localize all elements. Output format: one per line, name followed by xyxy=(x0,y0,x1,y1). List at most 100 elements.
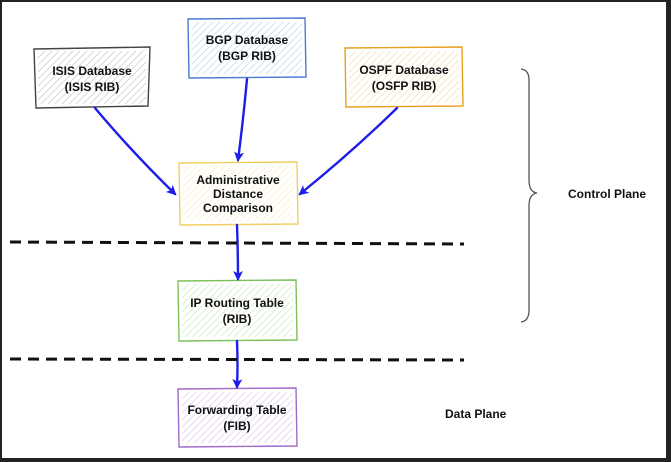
isis-database-box: ISIS Database (ISIS RIB) xyxy=(33,46,151,109)
hatch-stroke xyxy=(286,58,303,75)
hatch-stroke xyxy=(282,326,294,338)
hatch-stroke xyxy=(181,391,218,428)
hatch-stroke xyxy=(37,50,74,87)
hatch-stroke xyxy=(68,50,123,105)
hatch-stroke xyxy=(277,427,294,444)
admin-label-line2: Distance xyxy=(213,187,263,201)
hatch-stroke xyxy=(191,21,214,44)
hatch-stroke xyxy=(37,50,60,73)
hatch-stroke xyxy=(443,87,460,104)
hatch-stroke xyxy=(182,165,212,195)
hatch-stroke xyxy=(270,420,294,444)
hatch-stroke xyxy=(182,165,226,209)
hatch-stroke xyxy=(40,50,95,105)
hatch-stroke xyxy=(47,50,102,105)
hatch-stroke xyxy=(190,165,247,222)
hatch-stroke xyxy=(110,68,147,105)
hatch-stroke xyxy=(244,21,298,75)
hatch-stroke xyxy=(212,283,267,338)
hatch-stroke xyxy=(228,391,281,444)
arrow-isis-to-admin xyxy=(93,106,177,196)
hatch-stroke xyxy=(242,392,294,444)
isis-label-line2: (ISIS RIB) xyxy=(65,80,120,94)
ospf-database-box: OSPF Database (OSFP RIB) xyxy=(344,46,464,108)
hatch-stroke xyxy=(131,89,147,105)
control-plane-brace xyxy=(520,68,538,323)
hatch-stroke xyxy=(268,312,294,338)
hatch-stroke xyxy=(223,21,277,75)
iprt-label-line2: (RIB) xyxy=(223,312,252,326)
hatch-stroke xyxy=(401,50,455,104)
hatch-stroke xyxy=(200,391,253,444)
ospf-label-line1: OSPF Database xyxy=(359,63,449,77)
hatch-stroke xyxy=(394,50,448,104)
hatch-stroke xyxy=(117,75,147,105)
hatch-stroke xyxy=(37,50,67,80)
hatch-stroke xyxy=(288,215,295,222)
hatch-stroke xyxy=(191,21,200,30)
hatch-stroke xyxy=(289,333,294,338)
hatch-stroke xyxy=(251,23,303,75)
hatch-stroke xyxy=(181,391,225,435)
hatch-stroke xyxy=(422,66,460,104)
hatch-stroke xyxy=(284,434,294,444)
hatch-stroke xyxy=(352,50,406,104)
hatch-stroke xyxy=(184,283,239,338)
hatch-stroke xyxy=(191,21,207,37)
hatch-stroke xyxy=(267,194,295,222)
hatch-stroke xyxy=(191,21,228,58)
hatch-stroke xyxy=(191,21,221,51)
hatch-stroke xyxy=(249,399,294,444)
hatch-stroke xyxy=(124,82,147,105)
hatch-stroke xyxy=(214,391,267,444)
hatch-stroke xyxy=(348,50,385,87)
hatch-stroke xyxy=(54,50,109,105)
plane-divider-upper xyxy=(9,240,465,246)
hatch-stroke xyxy=(218,165,275,222)
hatch-stroke xyxy=(221,391,274,444)
hatch-stroke xyxy=(186,391,239,444)
routing-diagram: ISIS Database (ISIS RIB) BGP Database (B… xyxy=(9,17,646,448)
hatch-stroke xyxy=(457,101,460,104)
hatch-stroke xyxy=(450,94,460,104)
forwarding-table-box: Forwarding Table (FIB) xyxy=(177,387,298,448)
hatch-stroke xyxy=(37,50,81,94)
hatch-stroke xyxy=(348,50,357,59)
hatch-stroke xyxy=(37,50,46,59)
hatch-stroke xyxy=(348,50,378,80)
hatch-stroke xyxy=(233,283,288,338)
hatch-stroke xyxy=(272,44,303,75)
admin-distance-box: Administrative Distance Comparison xyxy=(178,161,299,226)
hatch-stroke xyxy=(182,165,191,174)
hatch-stroke xyxy=(181,391,190,400)
hatch-stroke xyxy=(96,54,147,105)
hatch-stroke xyxy=(181,283,232,334)
hatch-stroke xyxy=(181,283,204,306)
hatch-stroke xyxy=(279,51,303,75)
hatch-stroke xyxy=(181,283,218,320)
hatch-stroke xyxy=(182,165,205,188)
hatch-stroke xyxy=(359,50,413,104)
hatch-stroke xyxy=(183,165,240,222)
hatch-stroke xyxy=(230,21,284,75)
hatch-stroke xyxy=(387,50,441,104)
hatch-stroke xyxy=(258,30,303,75)
admin-label-line1: Administrative xyxy=(196,173,280,187)
hatch-stroke xyxy=(275,319,294,338)
hatch-stroke xyxy=(207,391,260,444)
hatch-stroke xyxy=(380,50,434,104)
hatch-stroke xyxy=(181,391,211,421)
hatch-stroke xyxy=(260,187,295,222)
hatch-stroke xyxy=(256,406,294,444)
diagram-canvas: ISIS Database (ISIS RIB) BGP Database (B… xyxy=(2,2,666,458)
hatch-stroke xyxy=(436,80,460,104)
hatch-stroke xyxy=(197,165,254,222)
hatch-stroke xyxy=(181,283,211,313)
hatch-stroke xyxy=(195,21,249,75)
hatch-stroke xyxy=(211,165,268,222)
hatch-stroke xyxy=(191,21,235,65)
hatch-stroke xyxy=(265,37,303,75)
hatch-stroke xyxy=(226,283,281,338)
hatch-stroke xyxy=(37,50,88,101)
hatch-stroke xyxy=(293,65,303,75)
